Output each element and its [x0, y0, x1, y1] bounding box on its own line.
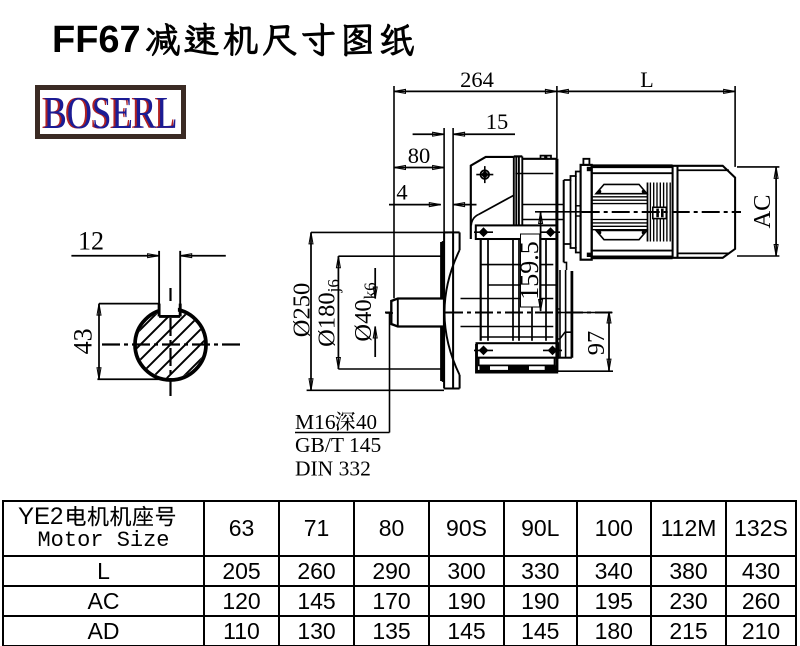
svg-text:264: 264: [460, 67, 494, 92]
svg-text:159.5: 159.5: [515, 241, 544, 300]
svg-text:AC: AC: [749, 194, 776, 228]
svg-text:BOSERL: BOSERL: [43, 90, 177, 135]
svg-text:15: 15: [486, 109, 509, 134]
svg-text:Ø40k6: Ø40k6: [350, 282, 380, 341]
svg-text:YE2: YE2: [18, 505, 63, 529]
svg-text:M16: M16: [295, 410, 336, 434]
svg-text:80: 80: [408, 143, 431, 168]
svg-text:Ø180j6: Ø180j6: [314, 279, 344, 347]
svg-text:L: L: [640, 67, 653, 92]
svg-text:Ø250: Ø250: [289, 283, 316, 337]
svg-text:12: 12: [78, 227, 104, 256]
svg-text:97: 97: [583, 331, 610, 356]
svg-text:40: 40: [356, 410, 377, 434]
svg-text:FF67: FF67: [52, 19, 141, 61]
svg-text:GB/T 145: GB/T 145: [295, 433, 381, 457]
svg-text:DIN 332: DIN 332: [295, 457, 371, 481]
svg-text:BOSERL: BOSERL: [41, 90, 175, 135]
svg-text:43: 43: [69, 328, 98, 354]
svg-text:4: 4: [396, 180, 407, 205]
